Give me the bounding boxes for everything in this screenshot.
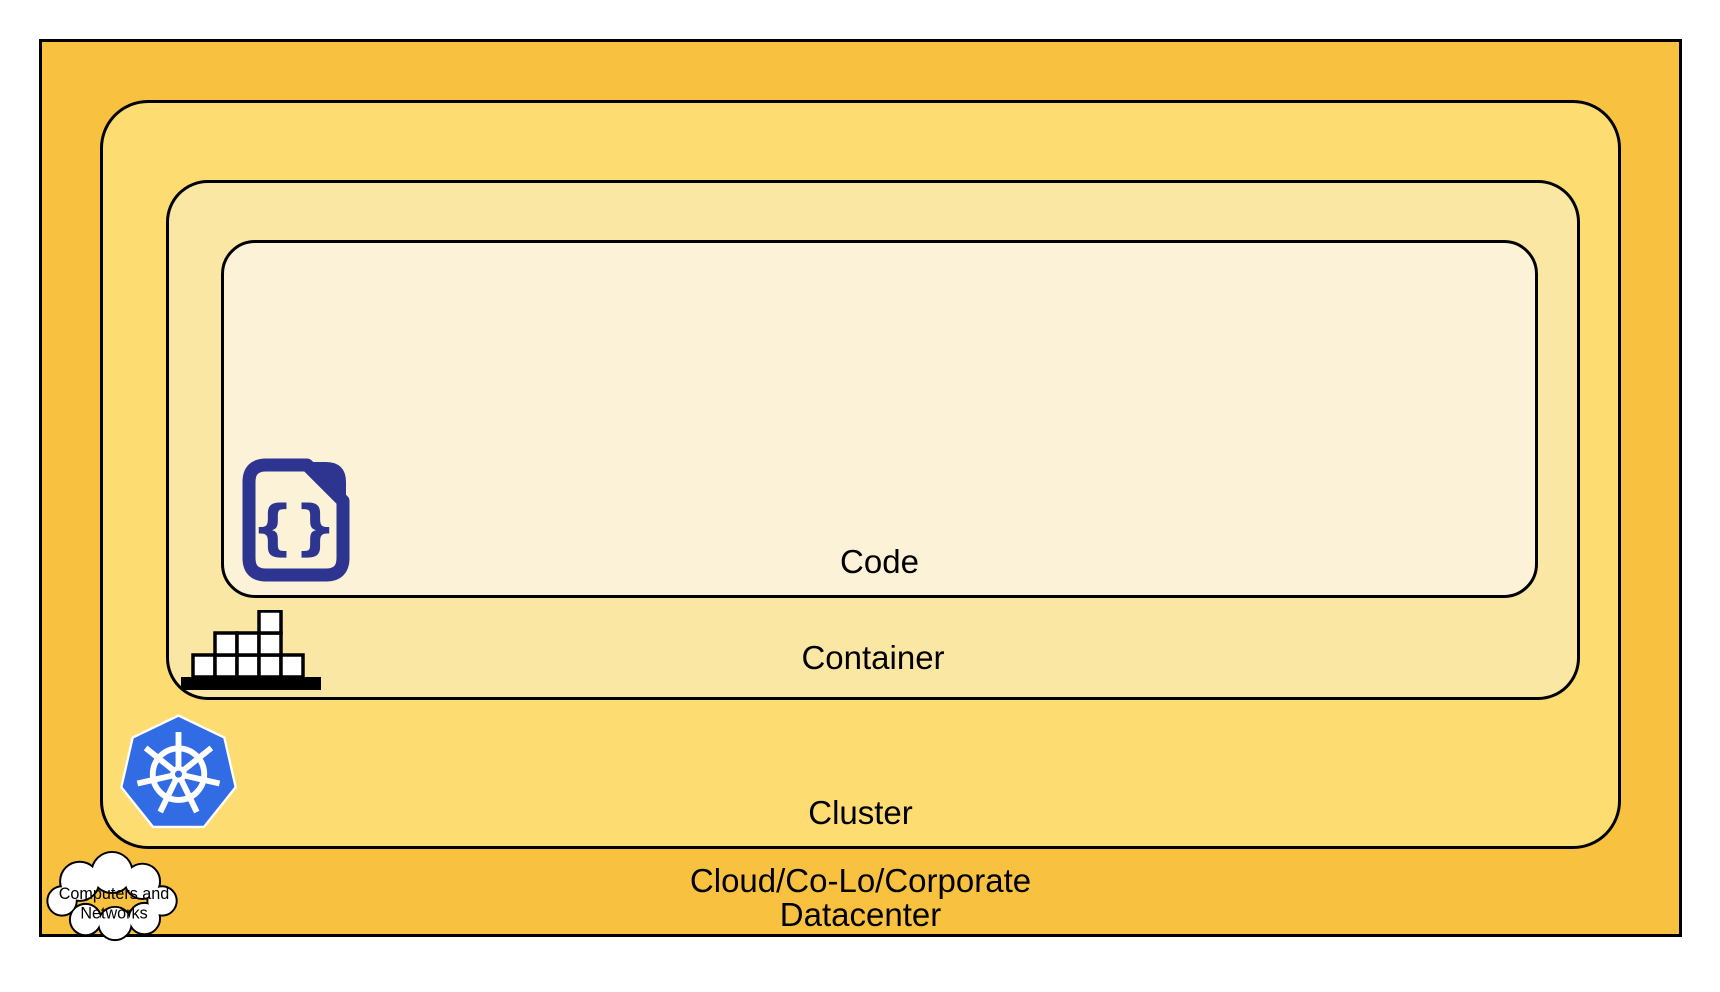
helm-wheel-rim [149,745,208,803]
datacenter-label-line2: Datacenter [779,896,942,933]
computers-networks-cloud-icon: Computers and Networks [46,850,178,942]
container-label: Container [801,639,945,676]
container-base-bar [181,677,321,690]
code-file-outline [242,458,350,582]
cloud-label-line1: Computers and [59,885,169,903]
container-blocks-icon [181,610,321,690]
cloud-label-line2: Networks [80,905,147,923]
code-file-icon: {} [242,458,350,582]
container-blocks [191,610,305,679]
layer-code: Code [221,240,1538,598]
code-file-fold-corner [304,462,346,504]
datacenter-label-line1: Cloud/Co-Lo/Corporate [689,862,1032,899]
helm-wheel-hub-center [174,770,183,778]
cloud-body [48,852,176,940]
datacenter-label: Cloud/Co-Lo/Corporate Datacenter [42,864,1679,932]
kubernetes-logo-icon [120,714,237,829]
code-label: Code [840,543,919,580]
cluster-label: Cluster [808,794,913,831]
curly-braces-glyph: {} [251,493,336,563]
